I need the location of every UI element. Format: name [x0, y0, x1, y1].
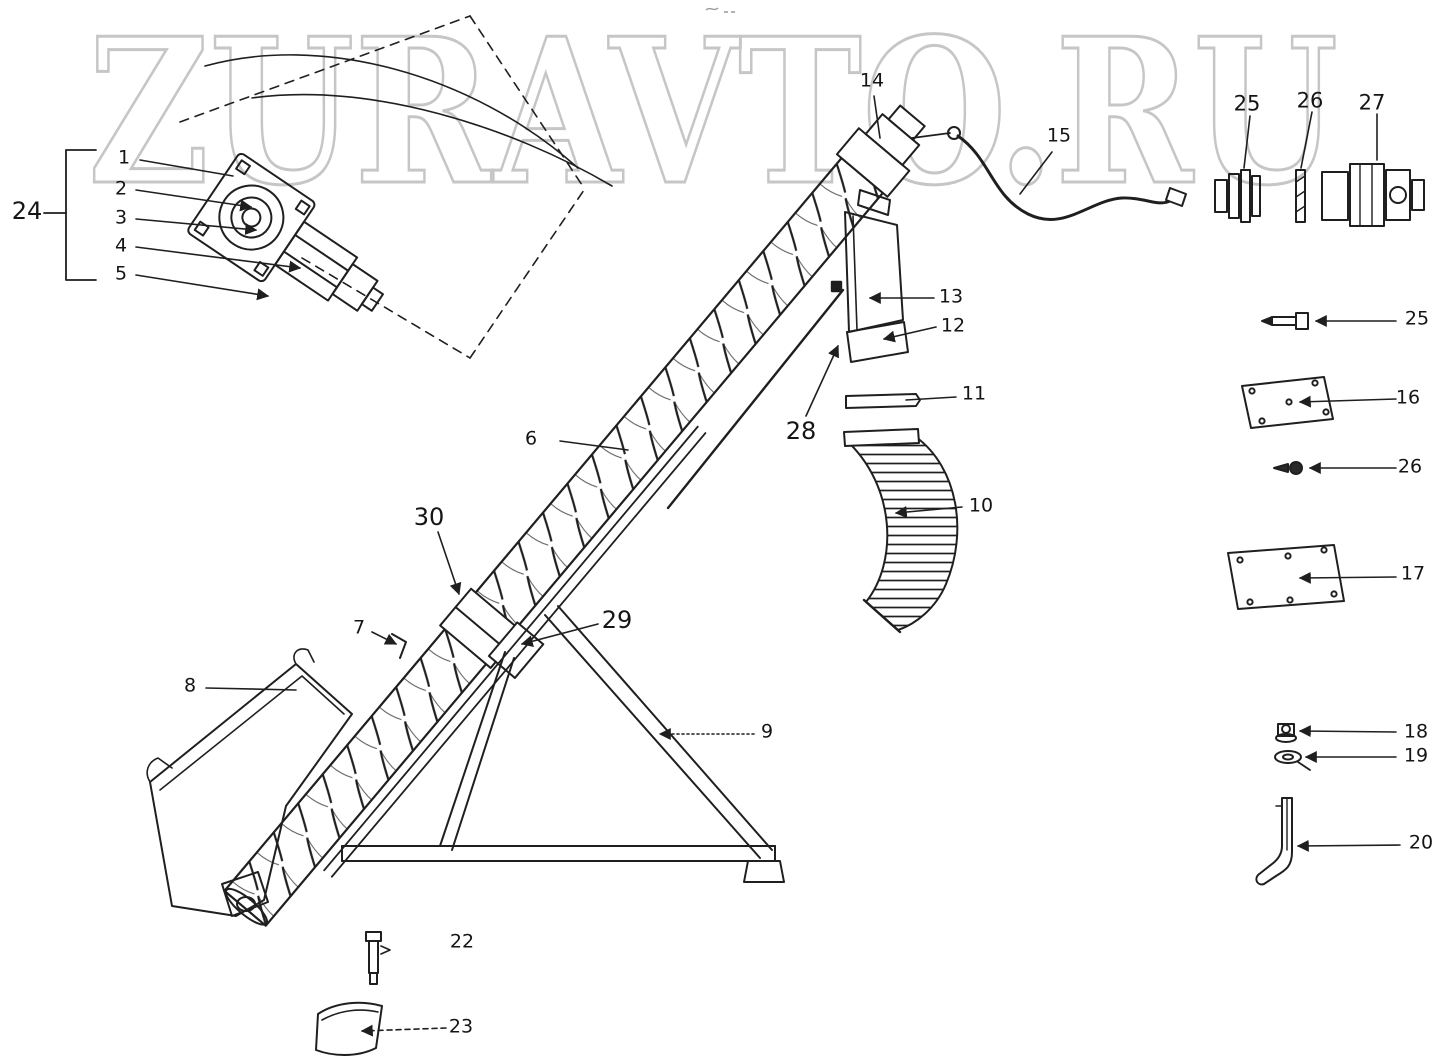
callout-28: 28	[785, 417, 817, 445]
watermark-text: ZURAVTO.RU	[88, 0, 1338, 230]
callout-30: 30	[413, 503, 445, 531]
scan-noise-mark	[705, 7, 735, 13]
projection-lines	[179, 15, 613, 359]
small-parts-column	[1227, 312, 1345, 886]
callout-26-side: 26	[1397, 455, 1423, 478]
callout-1: 1	[117, 146, 131, 169]
plate-17	[1227, 544, 1345, 610]
bearing-detail	[187, 152, 384, 312]
callout-6: 6	[524, 427, 538, 450]
callout-27: 27	[1358, 90, 1386, 115]
callout-22: 22	[449, 930, 475, 953]
coupler-25	[1214, 169, 1261, 223]
callout-25-side: 25	[1404, 307, 1430, 330]
callout-23: 23	[448, 1015, 474, 1038]
callout-16: 16	[1395, 386, 1421, 409]
washer-19	[1274, 750, 1311, 771]
callout-2: 2	[114, 177, 128, 200]
auger-assembly	[223, 104, 926, 927]
callout-12: 12	[940, 314, 966, 337]
callout-10: 10	[968, 494, 994, 517]
fitting-26	[1273, 461, 1303, 475]
callout-9: 9	[760, 720, 774, 743]
bolt-25	[1261, 312, 1309, 330]
callout-7: 7	[352, 616, 366, 639]
pin-22	[365, 931, 391, 985]
flex-hose	[843, 428, 959, 634]
callout-18: 18	[1403, 720, 1429, 743]
callout-15: 15	[1046, 124, 1072, 147]
callout-8: 8	[183, 674, 197, 697]
discharge-spout	[844, 189, 909, 363]
seal-ring-26	[1295, 169, 1306, 223]
bracket-20	[1255, 797, 1293, 886]
spout-rod	[666, 280, 845, 510]
wear-plate-23	[315, 1001, 383, 1056]
callout-13: 13	[938, 285, 964, 308]
callout-20: 20	[1408, 831, 1434, 854]
callout-25-top: 25	[1233, 91, 1261, 116]
coupler-set	[1214, 163, 1425, 227]
leader-lines	[135, 95, 1401, 1037]
callout-24: 24	[11, 197, 43, 225]
watermark-layer: ZURAVTO.RU	[87, 0, 1340, 232]
callout-29: 29	[601, 606, 633, 634]
slide-bar	[845, 393, 921, 409]
drive-head	[835, 104, 926, 198]
callout-11: 11	[961, 382, 987, 405]
callout-3: 3	[114, 206, 128, 229]
hopper	[146, 648, 353, 917]
hydraulic-hose	[911, 126, 1187, 221]
handle-pin	[391, 633, 407, 659]
callout-24-bracket	[43, 149, 97, 281]
callout-17: 17	[1400, 562, 1426, 585]
nut-18	[1275, 723, 1297, 743]
callout-19: 19	[1403, 744, 1429, 767]
callout-5: 5	[114, 262, 128, 285]
callout-4: 4	[114, 234, 128, 257]
callout-14: 14	[859, 69, 885, 92]
coupler-27	[1321, 163, 1425, 227]
plate-16	[1241, 376, 1334, 429]
callout-26-top: 26	[1296, 88, 1324, 113]
